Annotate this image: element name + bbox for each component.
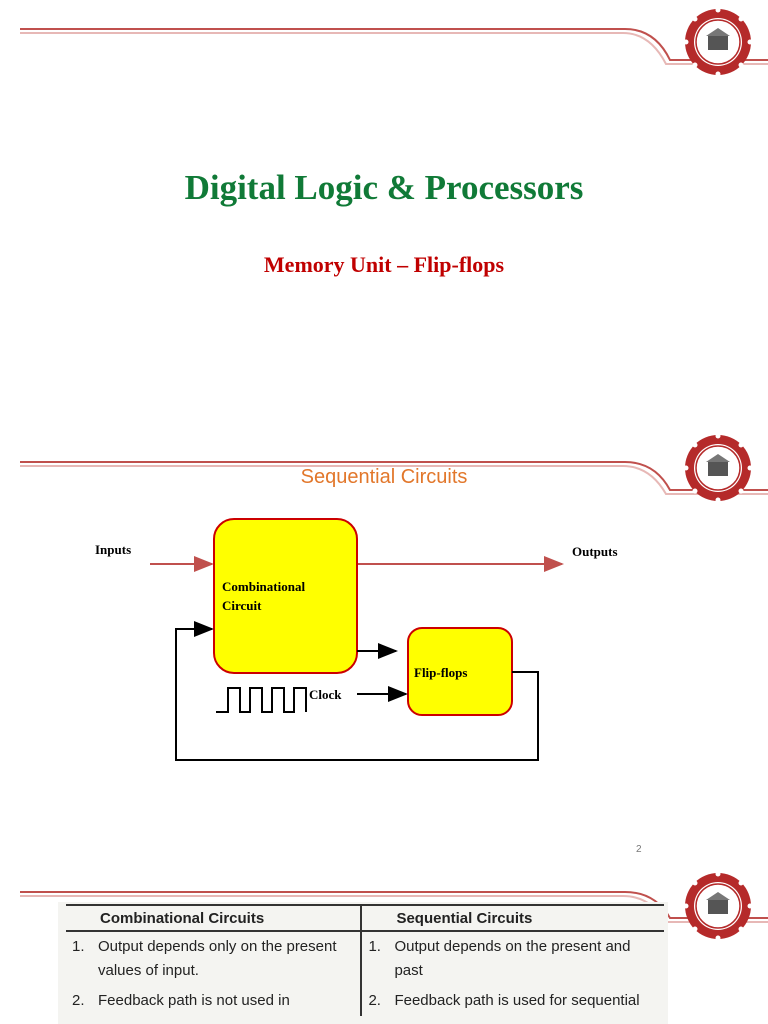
header-decoration xyxy=(20,461,768,495)
title-slide: Digital Logic & Processors Memory Unit –… xyxy=(0,0,768,418)
sequential-circuits-slide: Sequential Circuits Inputs Outputs Combi… xyxy=(0,418,768,868)
table-cell-left: 2.Feedback path is not used in xyxy=(72,992,290,1009)
sequential-circuit-diagram xyxy=(150,518,564,761)
table-cell-right: 1.Output depends on the present and past xyxy=(360,931,664,986)
table-cell-left: 1.Output depends only on the present val… xyxy=(72,938,337,979)
flipflops-label: Flip-flops xyxy=(414,665,468,680)
presentation-subtitle: Memory Unit – Flip-flops xyxy=(263,252,505,277)
table-header-sequential: Sequential Circuits xyxy=(360,904,664,932)
table-header-combinational: Combinational Circuits xyxy=(66,904,362,932)
feedback-path xyxy=(175,621,539,761)
table-row: 1.Output depends only on the present val… xyxy=(66,931,664,986)
page-number: 2 xyxy=(636,844,642,855)
header-decoration xyxy=(20,28,768,65)
comparison-slide: Combinational Circuits Sequential Circui… xyxy=(0,868,768,1024)
presentation-title: Digital Logic & Processors xyxy=(184,168,584,207)
slide-title: Sequential Circuits xyxy=(300,466,468,488)
clock-waveform-icon xyxy=(216,687,307,713)
table-row: 2.Feedback path is not used in 2.Feedbac… xyxy=(66,986,664,1016)
university-seal-icon xyxy=(682,6,754,78)
combinational-label-line1: Combinational xyxy=(222,579,306,594)
combinational-label-line2: Circuit xyxy=(222,598,262,613)
comparison-table: Combinational Circuits Sequential Circui… xyxy=(66,904,664,1016)
university-seal-icon xyxy=(682,870,754,942)
clock-label: Clock xyxy=(309,687,342,702)
inputs-label: Inputs xyxy=(95,542,132,557)
table-cell-right: 2.Feedback path is used for sequential xyxy=(360,986,664,1016)
outputs-label: Outputs xyxy=(572,544,618,559)
combinational-circuit-box xyxy=(213,518,358,674)
university-seal-icon xyxy=(682,432,754,504)
